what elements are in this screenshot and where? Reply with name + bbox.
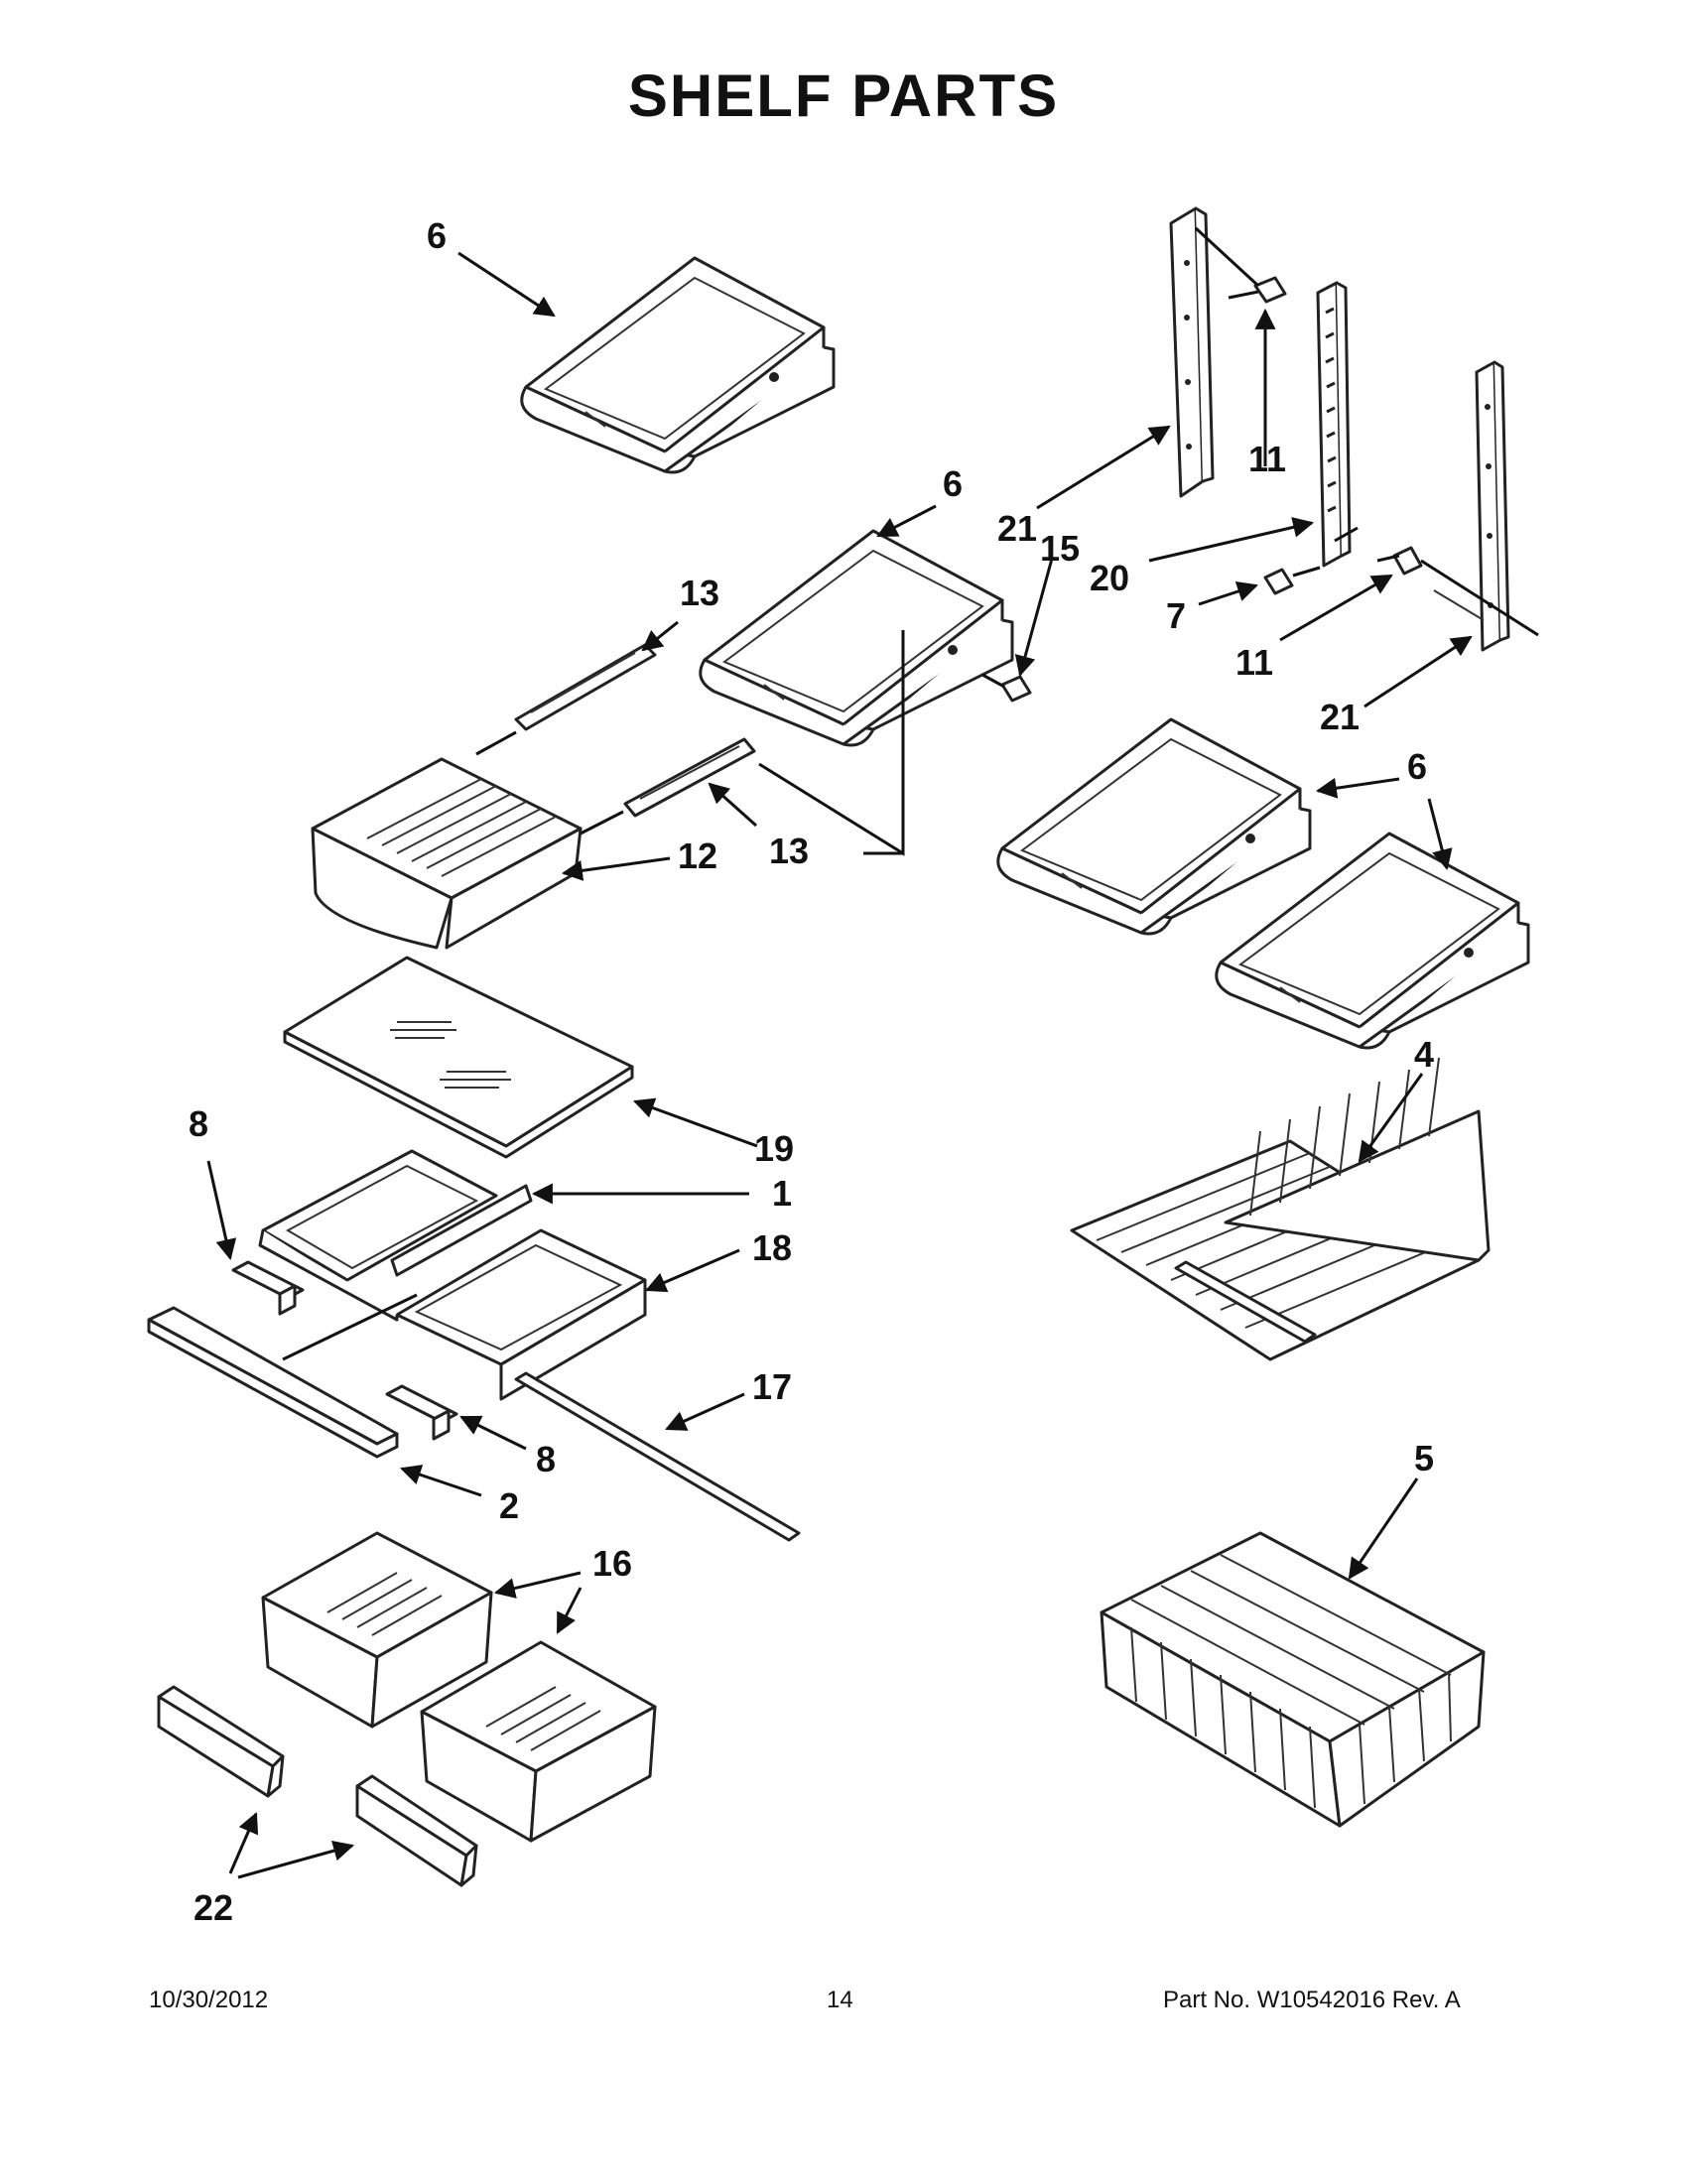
callout-2: 2: [499, 1485, 519, 1526]
callout-17: 17: [752, 1366, 792, 1407]
callout-8-center: 8: [536, 1439, 556, 1479]
glass-shelf: [283, 956, 634, 1159]
wire-basket: [1100, 1531, 1486, 1828]
screw-center: [1263, 526, 1359, 595]
shelf-ladder-right: [1433, 360, 1510, 652]
drawer-handle-right: [355, 1774, 478, 1887]
callout-15: 15: [1040, 528, 1080, 569]
callout-16: 16: [592, 1543, 632, 1584]
leader-lines: [206, 251, 1473, 1879]
screw-upper: [1194, 226, 1287, 304]
screw-right: [1376, 546, 1539, 637]
shelf-ladder-left: [1169, 206, 1215, 498]
cantilever-shelf-top: [520, 256, 836, 474]
callout-8-left: 8: [189, 1103, 208, 1144]
shelf-ladder-center: [1316, 281, 1352, 568]
drawer-slide-lower: [580, 737, 756, 835]
callout-6-right: 6: [1407, 746, 1427, 787]
callout-1: 1: [772, 1173, 792, 1214]
callout-11-lower: 11: [1235, 642, 1273, 683]
callout-21-right: 21: [1320, 697, 1360, 737]
cantilever-shelf-right-upper: [996, 717, 1312, 936]
assembly-bracket-lines: [758, 630, 905, 856]
shelf-clip-center: [385, 1384, 458, 1441]
callout-21-left: 21: [997, 508, 1037, 549]
wire-shelf: [1070, 1057, 1491, 1361]
callout-20: 20: [1090, 558, 1129, 598]
screw-hinge: [981, 673, 1032, 703]
callout-4: 4: [1414, 1034, 1434, 1075]
callout-22: 22: [194, 1887, 233, 1928]
callout-labels: 6 6 11 21 15 20 7 11 21 13 13 12 6 4 19 …: [189, 215, 1434, 1928]
shelf-rod: [514, 1371, 801, 1542]
cantilever-shelf-middle: [699, 529, 1014, 747]
adjustable-shelf-frame: [258, 1149, 647, 1401]
callout-13-lower: 13: [769, 831, 809, 871]
shelf-front-trim: [147, 1306, 399, 1459]
crisper-drawer: [311, 757, 583, 950]
callout-18: 18: [752, 1227, 792, 1268]
footer-page-number: 14: [827, 1987, 853, 2013]
drawer-handle-left: [157, 1685, 285, 1798]
callout-13-upper: 13: [680, 573, 719, 613]
footer-date: 10/30/2012: [149, 1987, 269, 2013]
callout-7: 7: [1166, 595, 1186, 636]
callout-6-top: 6: [427, 215, 447, 256]
footer-part-number: Part No. W10542016 Rev. A: [1163, 1987, 1461, 2013]
callout-5: 5: [1414, 1438, 1434, 1478]
page-title: SHELF PARTS: [627, 63, 1060, 129]
assembly-line-clip: [282, 1293, 418, 1361]
callout-6-middle: 6: [943, 463, 963, 504]
shelf-clip-left: [231, 1260, 305, 1316]
callout-11-upper: 11: [1248, 439, 1286, 479]
deli-drawer-left: [261, 1531, 493, 1729]
callout-12: 12: [678, 835, 717, 876]
callout-19: 19: [754, 1128, 794, 1169]
deli-drawer-right: [420, 1640, 657, 1843]
drawer-slide-upper: [475, 643, 657, 756]
